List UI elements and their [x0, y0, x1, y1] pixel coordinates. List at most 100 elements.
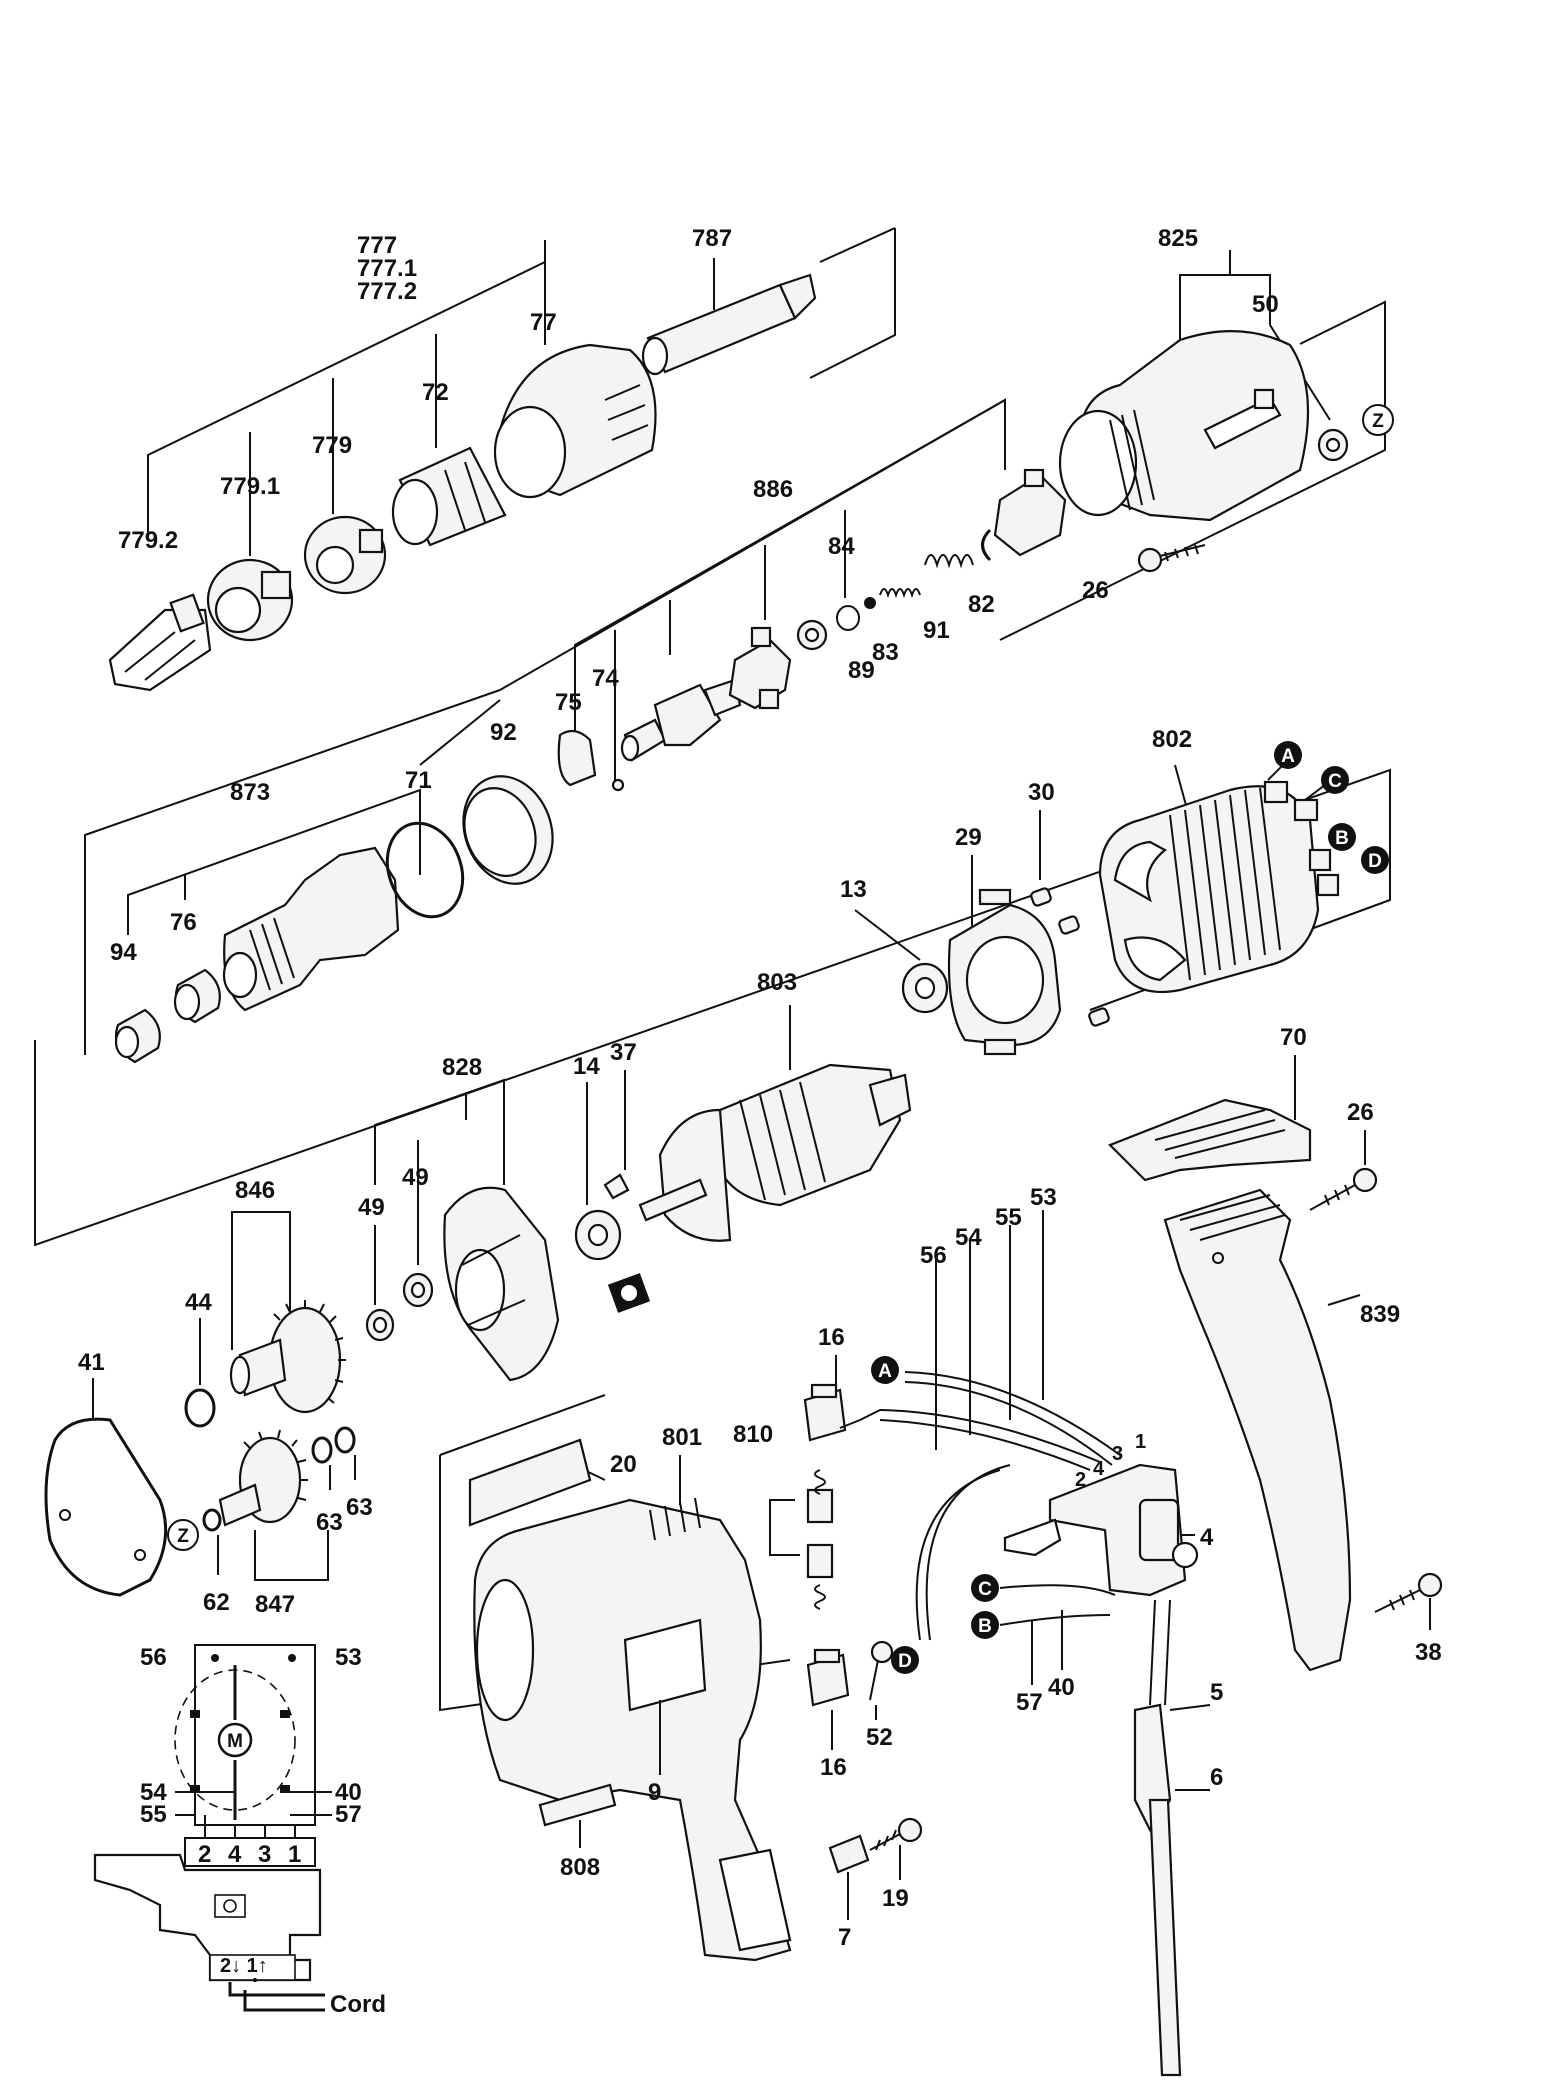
- connector-b-marker: B: [1328, 823, 1356, 851]
- terminal-3: 3: [258, 1841, 271, 1868]
- callout-777-1: 777.1: [357, 255, 417, 282]
- cord-wire-b: [243, 1990, 325, 2012]
- part-74-ball: [611, 778, 625, 792]
- callout-16a: 16: [818, 1324, 845, 1351]
- part-38-screw: [1374, 1572, 1443, 1613]
- part-72-collar: [391, 446, 507, 547]
- callout-801: 801: [662, 1424, 702, 1451]
- callout-29: 29: [955, 824, 982, 851]
- svg-text:C: C: [1328, 771, 1342, 792]
- svg-text:D: D: [898, 1651, 912, 1672]
- group-row2: [84, 398, 1067, 1064]
- wire-b: [999, 1614, 1111, 1626]
- callout-5: 5: [1210, 1679, 1223, 1706]
- cord-label: Cord: [330, 1991, 386, 2018]
- leader-839: [1327, 1294, 1361, 1306]
- wire-terminal-1: 1: [1135, 1431, 1146, 1453]
- callout-802: 802: [1152, 726, 1192, 753]
- callout-74: 74: [592, 665, 619, 692]
- part-4-switch: [1003, 1463, 1199, 1597]
- part-779-1-sleeve: [206, 558, 294, 642]
- callout-38: 38: [1415, 1639, 1442, 1666]
- callout-89: 89: [848, 657, 875, 684]
- part-37-screw: [603, 1173, 630, 1200]
- callout-54: 54: [955, 1224, 982, 1251]
- part-49-bushing-a: [365, 1308, 395, 1342]
- terminal-2: 2: [198, 1841, 211, 1868]
- lead-56: 56: [140, 1644, 167, 1671]
- part-801-housing: [473, 1497, 792, 1962]
- part-29-brush-plate: [947, 888, 1062, 1056]
- part-808-label: [538, 1783, 617, 1827]
- callout-779-2: 779.2: [118, 527, 178, 554]
- svg-text:B: B: [1335, 828, 1349, 849]
- wire-terminal-4: 4: [1093, 1458, 1105, 1480]
- callout-72: 72: [422, 379, 449, 406]
- frame-housing-top: [439, 1394, 606, 1456]
- connector-d-wire-marker: D: [891, 1646, 919, 1674]
- part-846-gear: [229, 1300, 346, 1414]
- part-76-bearing: [173, 968, 221, 1024]
- svg-text:Z: Z: [1372, 411, 1384, 432]
- wire-terminal-2: 2: [1075, 1469, 1086, 1491]
- motor-symbol: [217, 1722, 253, 1758]
- ring-marker-z-bottom: Z: [167, 1519, 199, 1551]
- connector-c-marker: C: [1321, 766, 1349, 794]
- part-63-washer-a: [311, 1436, 333, 1464]
- svg-text:Z: Z: [177, 1526, 189, 1547]
- part-810-brushes: [806, 1469, 834, 1610]
- callout-62: 62: [203, 1589, 230, 1616]
- bracket-777: [147, 260, 546, 476]
- callout-37: 37: [610, 1039, 637, 1066]
- callout-803: 803: [757, 969, 797, 996]
- group-row3: A C B D: [34, 741, 1391, 1313]
- gauge-icon: [607, 1273, 651, 1313]
- ring-marker-z-top: Z: [1362, 404, 1394, 436]
- part-825-gear-housing: [1058, 330, 1310, 522]
- switch-base-text: 2↓ 1↑: [220, 1955, 268, 1977]
- housing-opening: [475, 1578, 535, 1722]
- part-44-ring: [184, 1388, 216, 1428]
- switch-block: [93, 1853, 322, 1982]
- lead-57: 57: [335, 1801, 362, 1828]
- part-886-spindle: [620, 678, 742, 762]
- frame-r1b: [819, 227, 896, 263]
- callout-56: 56: [920, 1242, 947, 1269]
- callout-77: 77: [530, 309, 557, 336]
- callout-779-1: 779.1: [220, 473, 280, 500]
- svg-text:D: D: [1368, 851, 1382, 872]
- callout-44: 44: [185, 1289, 212, 1316]
- part-16-brush-holder-b: [806, 1648, 850, 1707]
- callout-7: 7: [838, 1924, 851, 1951]
- connector-b-wire-marker: B: [971, 1611, 999, 1639]
- terminal-4: 4: [228, 1841, 242, 1868]
- callout-16b: 16: [820, 1754, 847, 1781]
- wire-c: [999, 1584, 1116, 1596]
- part-14-bearing: [574, 1209, 622, 1261]
- part-71-o-ring: [385, 821, 465, 919]
- callout-839: 839: [1360, 1301, 1400, 1328]
- lead-55: 55: [140, 1801, 167, 1828]
- group-row4: Z: [44, 1078, 560, 1597]
- callout-810: 810: [733, 1421, 773, 1448]
- callout-50: 50: [1252, 291, 1279, 318]
- callout-808: 808: [560, 1854, 600, 1881]
- svg-text:M: M: [227, 1731, 243, 1752]
- callout-886: 886: [753, 476, 793, 503]
- part-41-gasket: [44, 1417, 168, 1597]
- bracket-846: [231, 1211, 291, 1350]
- callout-49b: 49: [402, 1164, 429, 1191]
- callout-13: 13: [840, 876, 867, 903]
- frame-r2-top: [499, 399, 1006, 691]
- callout-787: 787: [692, 225, 732, 252]
- part-52-screw: [869, 1640, 894, 1701]
- part-91-spring: [924, 554, 974, 569]
- svg-text:A: A: [1281, 746, 1295, 767]
- callout-40: 40: [1048, 1674, 1075, 1701]
- frame-825: [999, 300, 1386, 641]
- part-828-housing: [443, 1186, 560, 1382]
- callout-825: 825: [1158, 225, 1198, 252]
- part-62-ring: [202, 1508, 222, 1532]
- part-16-brush-holder-a: [803, 1383, 847, 1442]
